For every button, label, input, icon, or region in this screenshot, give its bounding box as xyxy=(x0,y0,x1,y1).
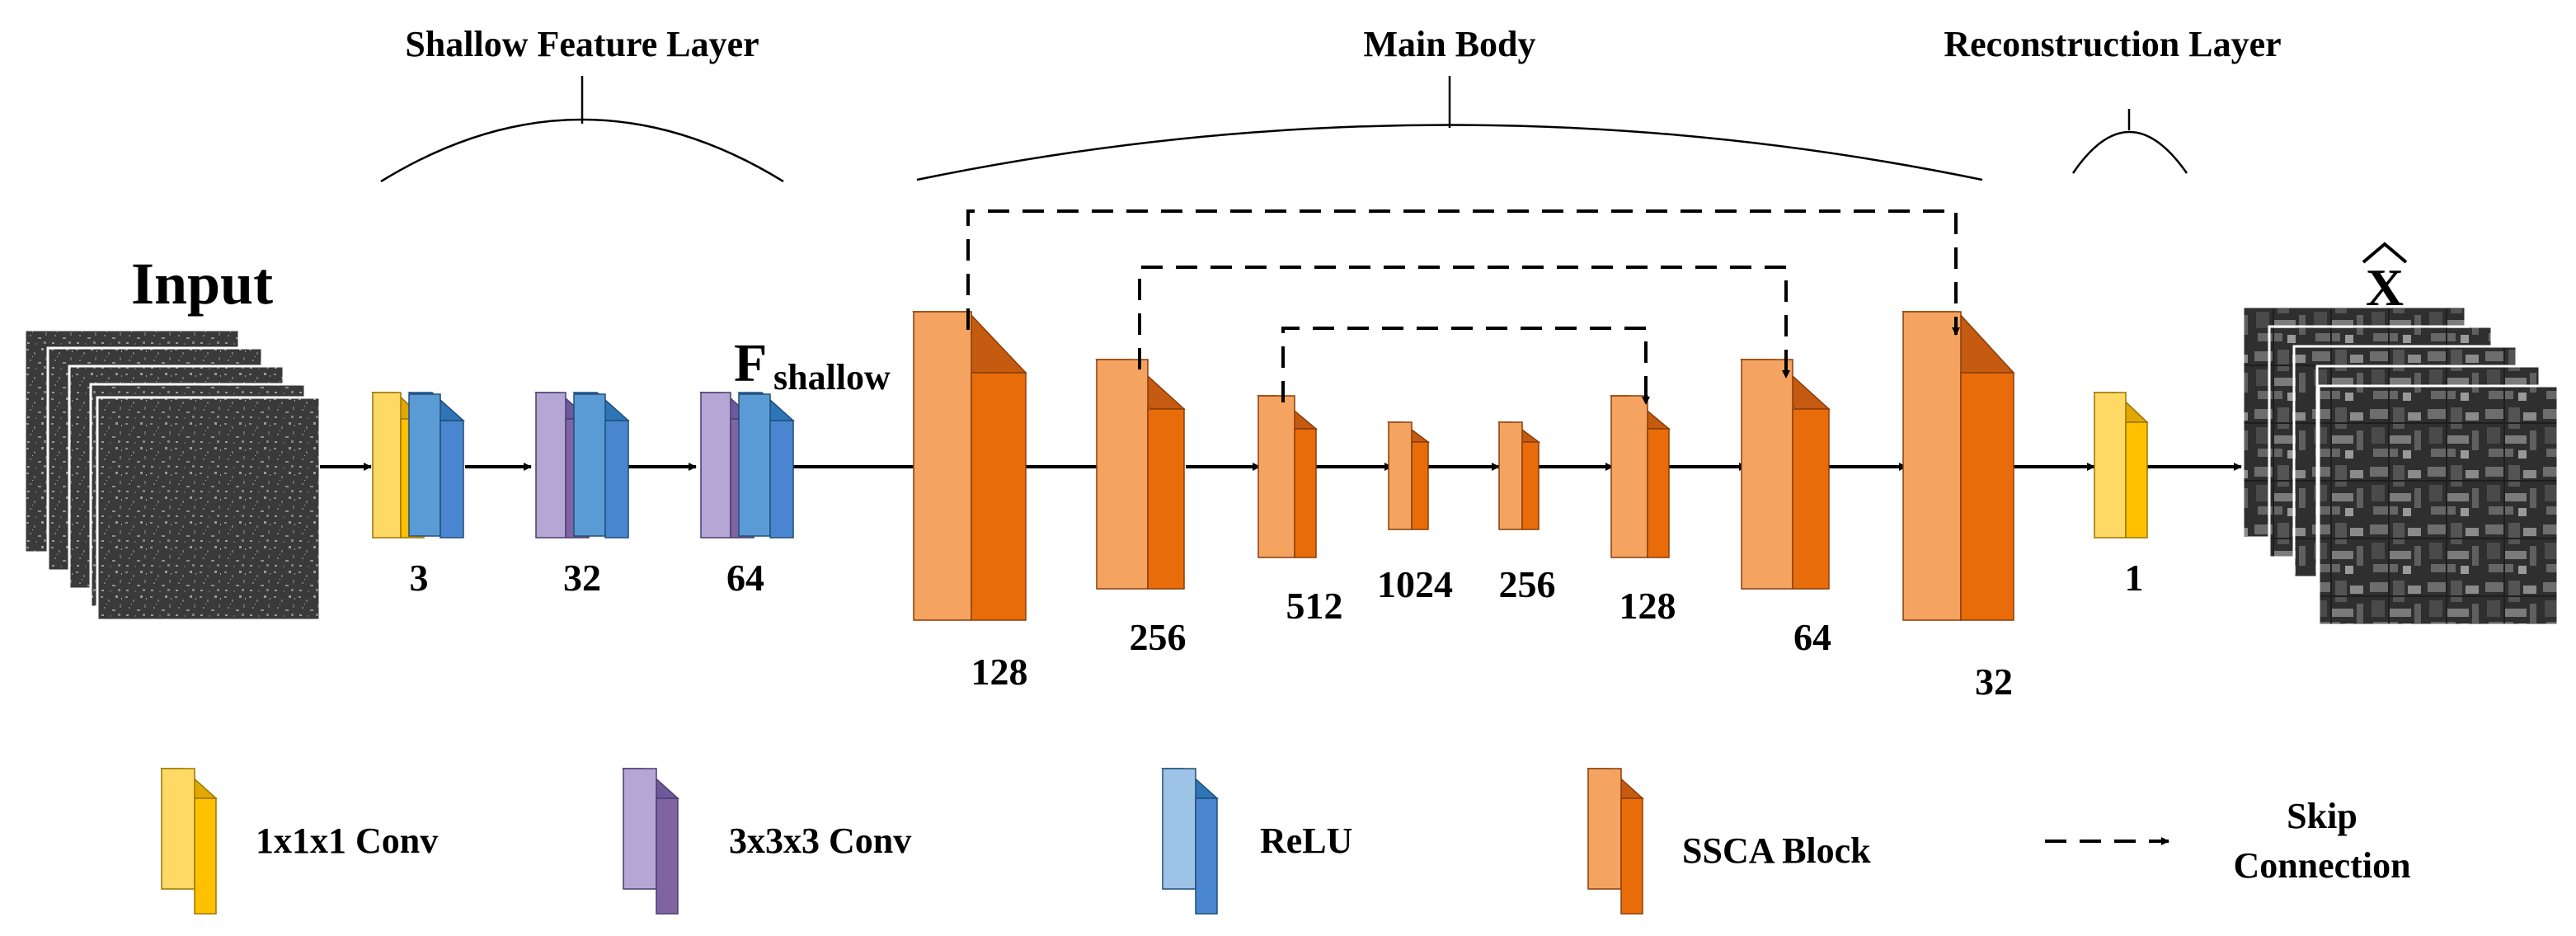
channel-label-64: 64 xyxy=(1793,616,1831,658)
f-shallow-label: F shallow xyxy=(734,333,891,397)
legend-conv1x1-swatch xyxy=(160,768,218,915)
legend: 1x1x1 Conv 3x3x3 Conv ReLU SSCA Block Sk… xyxy=(160,768,2411,915)
legend-conv1x1-label: 1x1x1 Conv xyxy=(256,821,438,861)
channel-label-256-b: 256 xyxy=(1499,563,1556,605)
channel-label-512: 512 xyxy=(1286,585,1343,627)
skip-connection-inner xyxy=(1281,327,1650,405)
f-shallow-main: F xyxy=(734,333,767,393)
brace-reconstruction xyxy=(2071,109,2188,174)
shallow-block-2 xyxy=(534,392,630,539)
section-title-reconstruction: Reconstruction Layer xyxy=(1944,24,2281,64)
ssca-block-1024 xyxy=(1386,421,1431,530)
channel-label-shallow-1: 3 xyxy=(410,557,429,599)
shallow-block-1 xyxy=(371,392,465,539)
legend-conv3x3-label: 3x3x3 Conv xyxy=(729,821,911,861)
legend-relu-swatch xyxy=(1161,768,1219,915)
ssca-block-128-b xyxy=(1610,395,1671,558)
legend-skip-label-1: Skip xyxy=(2287,796,2357,836)
f-shallow-sub: shallow xyxy=(773,357,891,397)
legend-ssca-swatch xyxy=(1586,768,1644,915)
relu-layer xyxy=(572,392,630,539)
reconstruction-conv1x1 xyxy=(2093,392,2149,539)
brace-main-body xyxy=(916,76,1983,181)
channel-label-128: 128 xyxy=(971,651,1028,693)
ssca-block-128 xyxy=(912,311,1027,621)
legend-ssca-label: SSCA Block xyxy=(1682,830,1871,871)
input-label: Input xyxy=(131,251,273,317)
channel-label-256-a: 256 xyxy=(1130,616,1187,658)
channel-label-output: 1 xyxy=(2125,557,2144,599)
hat-accent xyxy=(2362,242,2408,264)
output-label: X xyxy=(2362,242,2408,317)
ssca-block-512 xyxy=(1257,395,1319,558)
ssca-block-64 xyxy=(1740,359,1831,590)
ssca-block-32 xyxy=(1901,311,2015,621)
skip-connection-outer xyxy=(966,209,1960,336)
channel-label-1024: 1024 xyxy=(1377,563,1453,605)
shallow-block-3 xyxy=(699,392,795,539)
section-title-main-body: Main Body xyxy=(1363,24,1535,64)
channel-label-128-b: 128 xyxy=(1619,585,1676,627)
input-image-stack xyxy=(23,328,322,622)
channel-label-32: 32 xyxy=(1975,661,2013,703)
legend-skip-label-2: Connection xyxy=(2233,845,2410,886)
output-image-stack xyxy=(2241,305,2560,627)
ssca-block-256-b xyxy=(1497,421,1541,530)
channel-label-shallow-3: 64 xyxy=(726,557,764,599)
legend-relu-label: ReLU xyxy=(1260,821,1352,861)
ssca-block-256 xyxy=(1095,359,1186,590)
relu-layer xyxy=(407,392,465,539)
channel-label-shallow-2: 32 xyxy=(563,557,601,599)
output-label-text: X xyxy=(2366,258,2404,317)
skip-connection-middle xyxy=(1138,266,1790,379)
legend-conv3x3-swatch xyxy=(622,768,679,915)
section-title-shallow: Shallow Feature Layer xyxy=(405,24,759,64)
brace-shallow xyxy=(380,76,784,183)
relu-layer xyxy=(737,392,795,539)
